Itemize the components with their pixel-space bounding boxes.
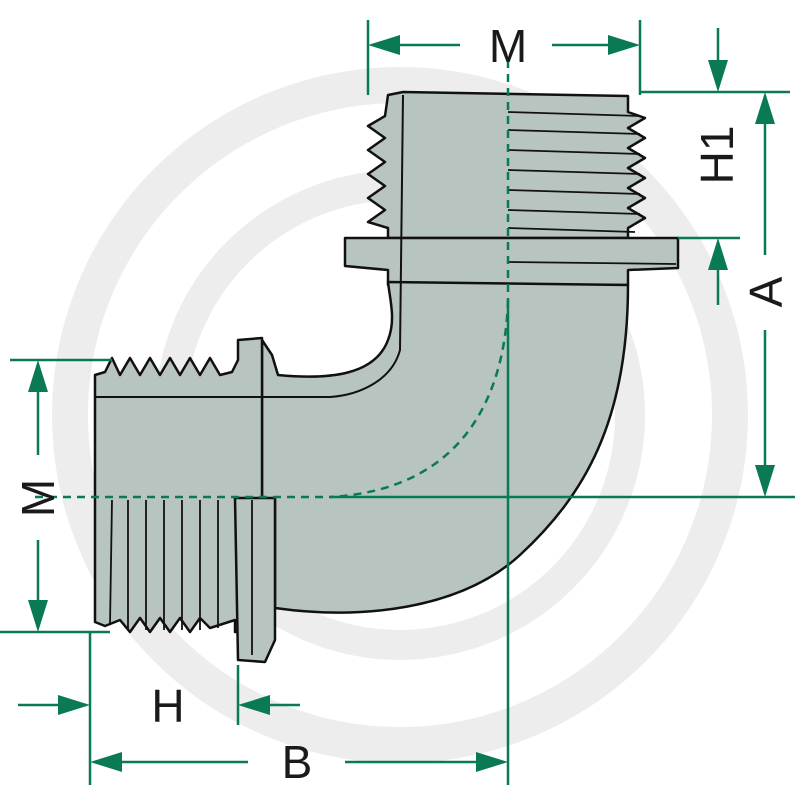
label-h: H <box>151 680 184 732</box>
label-b: B <box>282 736 313 788</box>
label-a: A <box>740 276 792 307</box>
left-thread-section <box>93 336 264 634</box>
label-left-m: M <box>12 479 64 517</box>
fitting-body <box>93 90 680 664</box>
label-top-m: M <box>489 20 527 72</box>
top-thread-section <box>366 90 647 240</box>
centerlines <box>35 60 795 785</box>
elbow-body <box>260 280 630 614</box>
top-thread-grooves <box>507 111 677 265</box>
dimension-arrowheads <box>28 35 775 772</box>
left-thread-grooves <box>109 499 253 655</box>
label-h1: H1 <box>691 126 743 185</box>
left-hex-flange <box>233 496 277 664</box>
